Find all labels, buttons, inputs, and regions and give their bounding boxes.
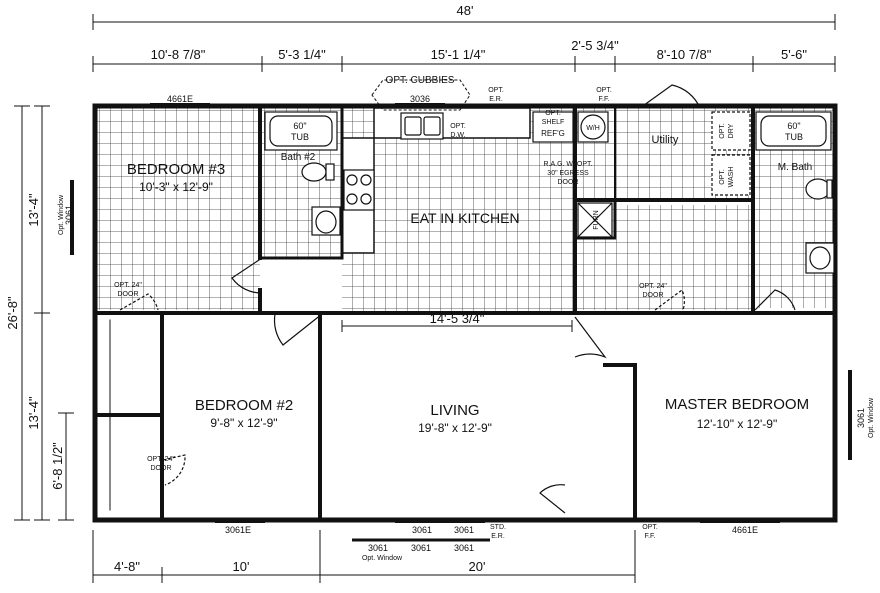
svg-text:DOOR: DOOR: [151, 465, 172, 472]
svg-text:E.R.: E.R.: [489, 96, 503, 103]
bath2-name: Bath #2: [281, 152, 316, 163]
fixture-labels: 60" TUB 60" TUB W/H FURN REF'G OPT. SHEL…: [291, 110, 803, 230]
svg-text:E.R.: E.R.: [491, 533, 505, 540]
left-lower-dim: 13'-4": [26, 396, 41, 430]
opt-cubbies: OPT. CUBBIES: [386, 75, 455, 86]
closet-dim: 6'-8 1/2": [50, 442, 65, 490]
svg-text:OPT.: OPT.: [450, 123, 466, 130]
master-size: 12'-10" x 12'-9": [697, 417, 777, 431]
mbath-name: M. Bath: [778, 162, 812, 173]
dimension-labels: 48' 10'-8 7/8" 5'-3 1/4" 15'-1 1/4" 2'-5…: [5, 3, 807, 574]
svg-text:F.F.: F.F.: [599, 96, 610, 103]
bedroom3-name: BEDROOM #3: [127, 161, 225, 178]
svg-text:WASH: WASH: [728, 167, 735, 188]
svg-text:OPT.: OPT.: [545, 110, 561, 117]
svg-text:DOOR: DOOR: [558, 179, 579, 186]
wh-label: W/H: [586, 125, 600, 132]
svg-text:3061: 3061: [411, 543, 431, 553]
top-dim-6: 5'-6": [781, 47, 807, 62]
svg-text:DOOR: DOOR: [643, 292, 664, 299]
svg-text:OPT.: OPT.: [642, 524, 658, 531]
svg-text:3036: 3036: [410, 94, 430, 104]
svg-text:OPT. 24": OPT. 24": [114, 282, 142, 289]
svg-text:Opt. Window: Opt. Window: [58, 194, 65, 235]
window-labels: 4661E 3036 3061 3061 3061E 3061 3061 306…: [64, 94, 866, 553]
svg-text:3061: 3061: [412, 525, 432, 535]
hall-dim: 14'-5 3/4": [430, 311, 485, 326]
svg-text:OPT.: OPT.: [596, 87, 612, 94]
top-dim-4: 2'-5 3/4": [571, 38, 619, 53]
bedroom3-size: 10'-3" x 12'-9": [139, 180, 213, 194]
toilet-icon: [301, 162, 327, 182]
svg-text:3061: 3061: [856, 408, 866, 428]
svg-text:D.W.: D.W.: [450, 132, 465, 139]
overall-depth: 26'-8": [5, 296, 20, 330]
svg-text:3061: 3061: [454, 525, 474, 535]
refg-label: REF'G: [541, 129, 565, 138]
svg-text:3061: 3061: [64, 205, 74, 225]
svg-text:DOOR: DOOR: [118, 291, 139, 298]
walls: [92, 103, 838, 523]
svg-text:STD.: STD.: [490, 524, 506, 531]
room-labels: BEDROOM #3 10'-3" x 12'-9" BEDROOM #2 9'…: [127, 134, 812, 435]
overall-width: 48': [457, 3, 474, 18]
bedroom2-name: BEDROOM #2: [195, 397, 293, 414]
bottom-dim-2: 10': [233, 559, 250, 574]
master-name: MASTER BEDROOM: [665, 396, 809, 413]
left-upper-dim: 13'-4": [26, 193, 41, 227]
svg-text:SHELF: SHELF: [542, 119, 565, 126]
svg-text:3061E: 3061E: [225, 525, 251, 535]
svg-text:OPT.: OPT.: [719, 123, 726, 139]
svg-text:Opt. Window: Opt. Window: [362, 555, 403, 562]
svg-text:4661E: 4661E: [732, 525, 758, 535]
top-dim-5: 8'-10 7/8": [657, 47, 712, 62]
top-dim-2: 5'-3 1/4": [278, 47, 326, 62]
bath2-fixtures: [264, 111, 341, 236]
kitchen-fixtures: [343, 111, 751, 238]
refrigerator-icon: [532, 111, 574, 143]
svg-text:3061: 3061: [368, 543, 388, 553]
svg-text:OPT. 24": OPT. 24": [147, 456, 175, 463]
living-name: LIVING: [430, 402, 479, 419]
mbath-fixtures: [755, 111, 835, 274]
bottom-dim-3: 20': [469, 559, 486, 574]
svg-text:R.A.G. W/ OPT.: R.A.G. W/ OPT.: [543, 161, 592, 168]
bedroom2-size: 9'-8" x 12'-9": [210, 416, 277, 430]
annotations: OPT. CUBBIES OPT. E.R. OPT. F.F. R.A.G. …: [58, 75, 875, 562]
kitchen-name: EAT IN KITCHEN: [410, 210, 519, 226]
top-dim-1: 10'-8 7/8": [151, 47, 206, 62]
svg-text:4661E: 4661E: [167, 94, 193, 104]
svg-text:3061: 3061: [454, 543, 474, 553]
svg-text:DRY: DRY: [728, 123, 735, 138]
svg-text:60": 60": [293, 121, 306, 131]
bottom-dim-1: 4'-8": [114, 559, 140, 574]
svg-text:OPT.: OPT.: [488, 87, 504, 94]
svg-text:TUB: TUB: [291, 132, 309, 142]
svg-text:TUB: TUB: [785, 132, 803, 142]
furn-label: FURN: [593, 210, 600, 229]
svg-text:OPT.: OPT.: [719, 169, 726, 185]
svg-text:30" EGRESS: 30" EGRESS: [547, 170, 589, 177]
living-size: 19'-8" x 12'-9": [418, 421, 492, 435]
top-dim-3: 15'-1 1/4": [431, 47, 486, 62]
svg-text:Opt. Window: Opt. Window: [868, 397, 875, 438]
windows: [70, 103, 852, 542]
door-swings: [119, 84, 796, 514]
svg-text:F.F.: F.F.: [645, 533, 656, 540]
svg-text:OPT. 24": OPT. 24": [639, 283, 667, 290]
utility-name: Utility: [652, 134, 679, 146]
svg-text:60": 60": [787, 121, 800, 131]
dimension-lines: [14, 14, 836, 583]
